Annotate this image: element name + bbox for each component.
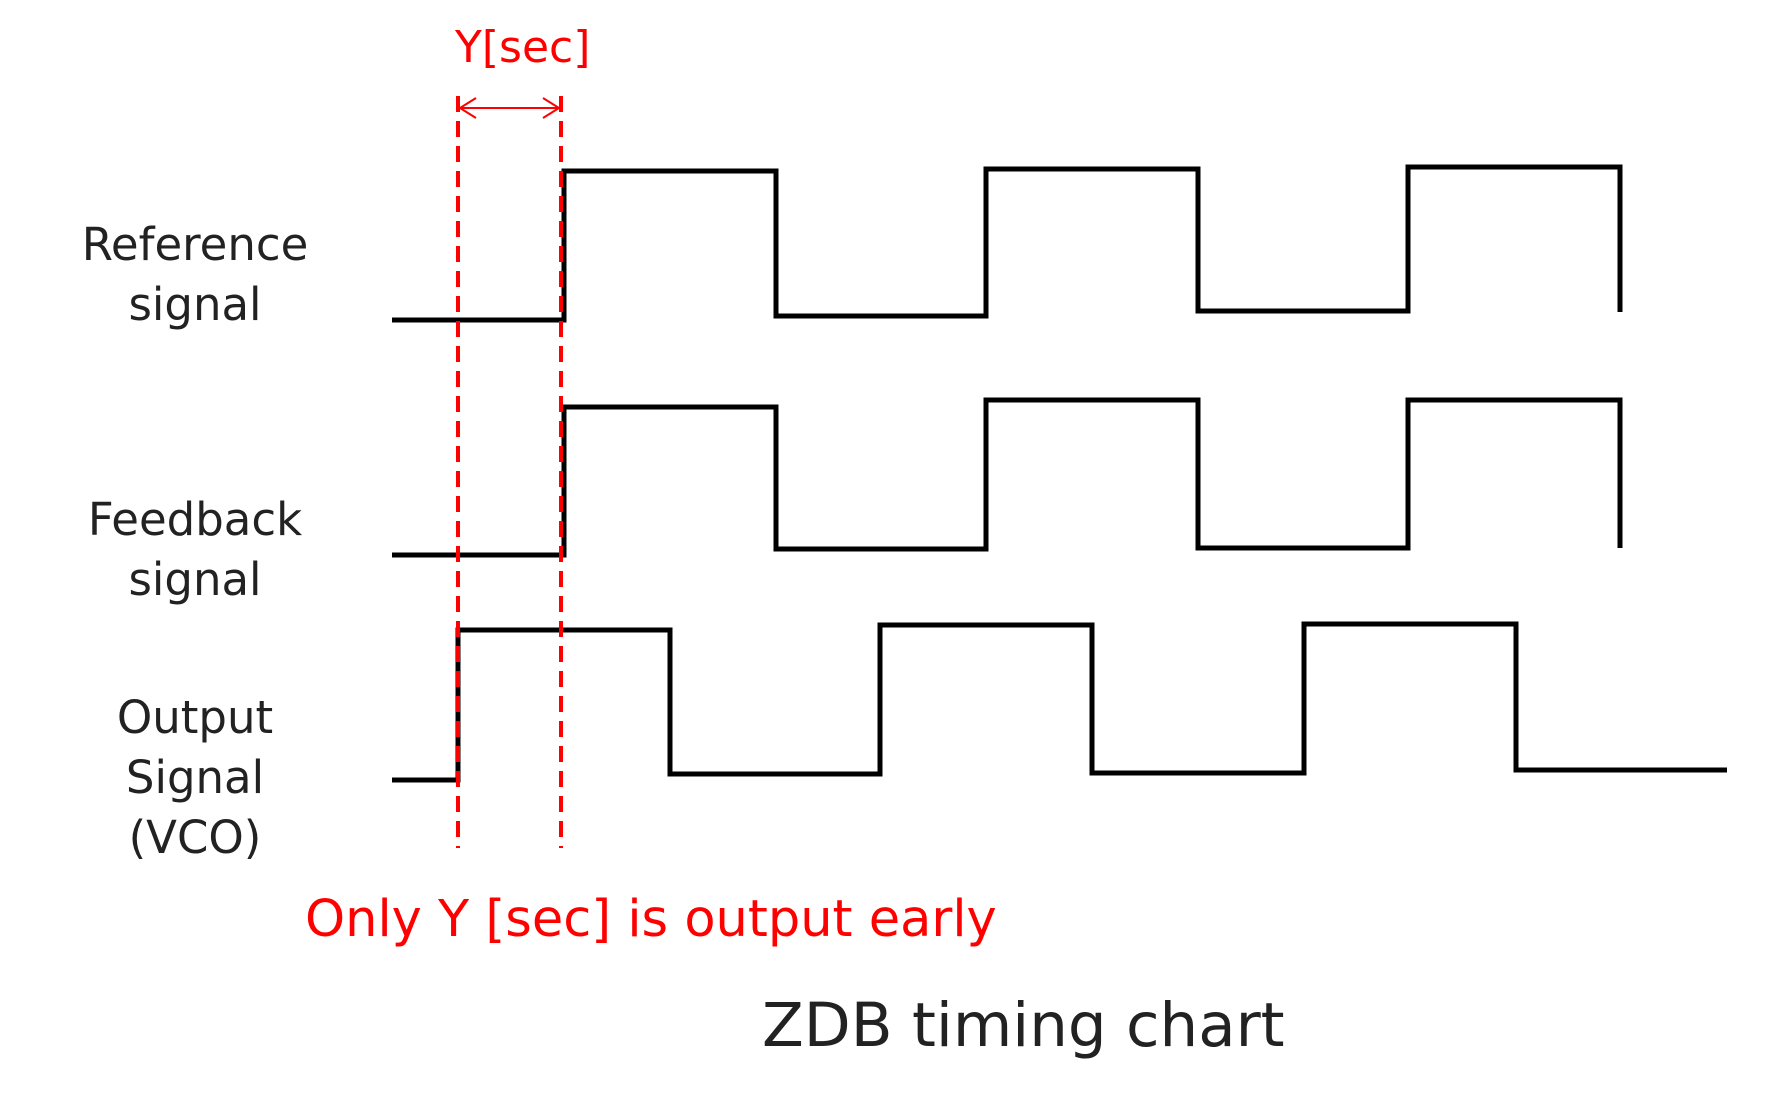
output-signal-label: Output Signal (VCO) xyxy=(116,691,274,864)
reference-signal-label: Reference signal xyxy=(81,218,309,331)
reference-waveform xyxy=(392,164,1623,323)
output-waveform xyxy=(392,621,1727,783)
feedback-signal-label: Feedback signal xyxy=(87,493,303,606)
early-output-note: Only Y [sec] is output early xyxy=(305,890,997,949)
feedback-waveform xyxy=(392,397,1623,558)
interval-arrow xyxy=(458,97,561,119)
interval-label: Y[sec] xyxy=(455,22,591,73)
chart-caption: ZDB timing chart xyxy=(762,990,1285,1061)
